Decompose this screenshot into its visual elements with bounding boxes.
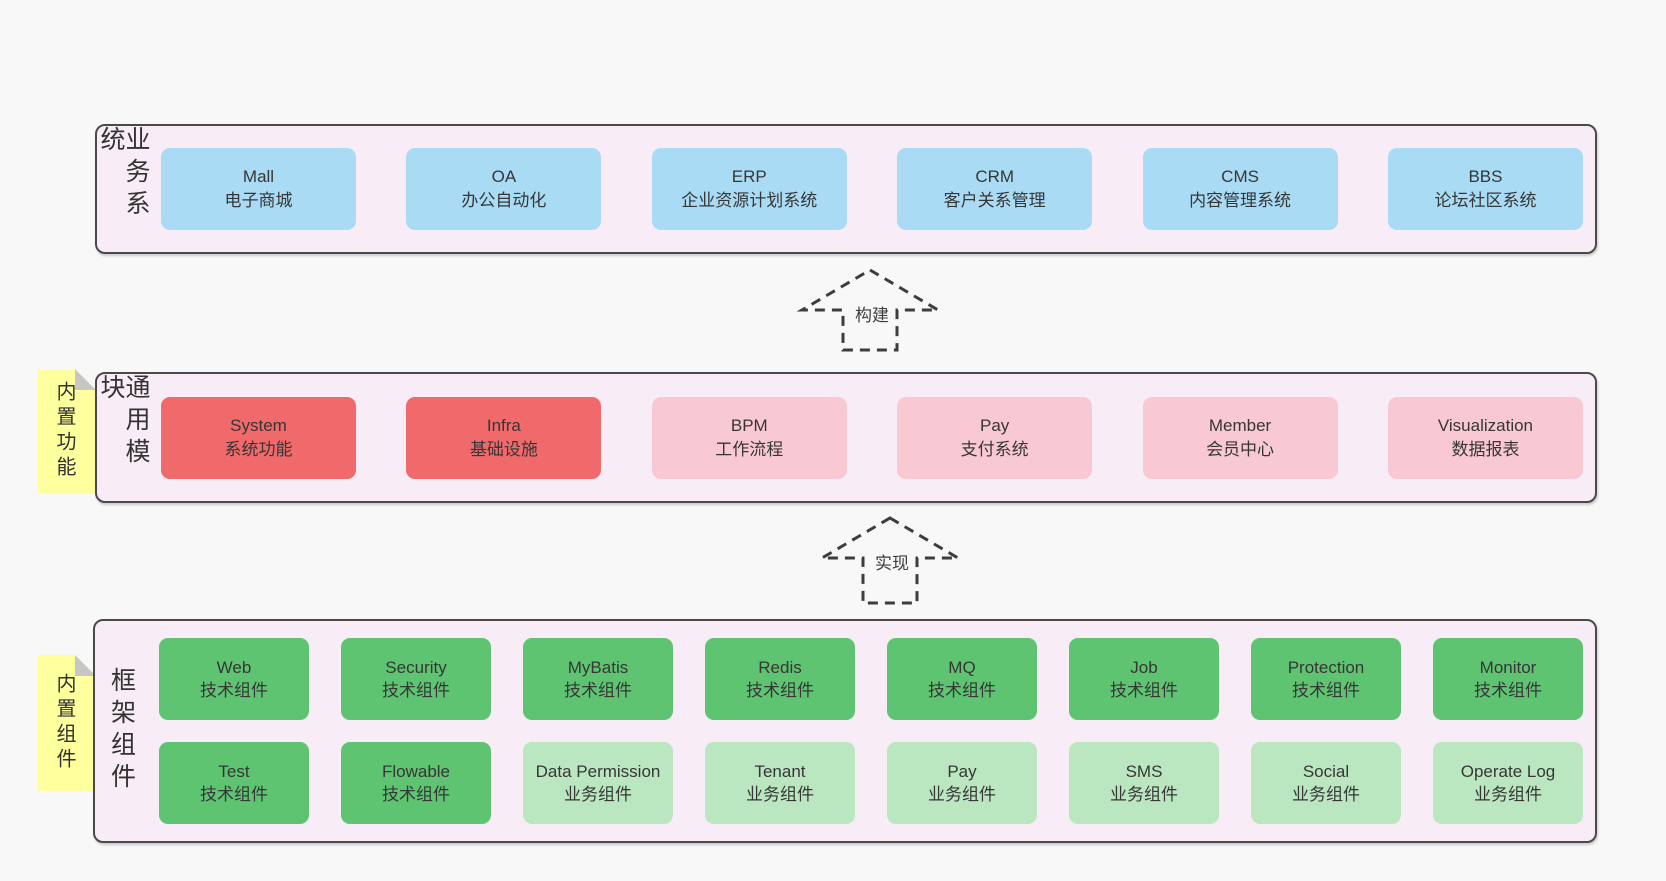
web-box: Web 技术组件 [159, 638, 309, 720]
social-box: Social 业务组件 [1251, 742, 1401, 824]
pay-module-box: Pay 支付系统 [897, 396, 1093, 479]
data-permission-box: Data Permission 业务组件 [523, 742, 673, 824]
monitor-box: Monitor 技术组件 [1433, 638, 1583, 720]
test-box: Test 技术组件 [159, 742, 309, 824]
framework-components-container: 框架组件 Web 技术组件 Security 技术组件 MyBatis 技术组件… [93, 619, 1597, 843]
bpm-box: BPM 工作流程 [651, 396, 847, 479]
biz-components-row: Test 技术组件 Flowable 技术组件 Data Permission … [159, 742, 1583, 824]
tech-components-row: Web 技术组件 Security 技术组件 MyBatis 技术组件 Redi… [159, 638, 1583, 720]
oa-box: OA 办公自动化 [406, 148, 602, 230]
mybatis-box: MyBatis 技术组件 [523, 638, 673, 720]
common-modules-container: 通用模块 System 系统功能 Infra 基础设施 BPM 工作流程 Pay… [95, 372, 1597, 503]
sticky-fold-corner-icon [75, 369, 96, 390]
build-arrow-label: 构建 [852, 300, 892, 327]
cms-box: CMS 内容管理系统 [1142, 148, 1338, 230]
sms-box: SMS 业务组件 [1069, 742, 1219, 824]
common-modules-boxes: System 系统功能 Infra 基础设施 BPM 工作流程 Pay 支付系统… [149, 374, 1595, 501]
redis-box: Redis 技术组件 [705, 638, 855, 720]
implement-arrow-label: 实现 [872, 548, 912, 575]
framework-components-label: 框架组件 [107, 667, 136, 795]
tenant-box: Tenant 业务组件 [705, 742, 855, 824]
security-box: Security 技术组件 [341, 638, 491, 720]
implement-arrow-icon [816, 516, 964, 605]
member-box: Member 会员中心 [1142, 396, 1338, 479]
business-systems-boxes: Mall 电子商城 OA 办公自动化 ERP 企业资源计划系统 CRM 客户关系… [149, 126, 1595, 252]
builtin-components-sticky: 内置组件 [38, 655, 96, 791]
erp-box: ERP 企业资源计划系统 [651, 148, 847, 230]
job-box: Job 技术组件 [1069, 638, 1219, 720]
builtin-features-sticky: 内置功能 [38, 369, 96, 493]
mq-box: MQ 技术组件 [887, 638, 1037, 720]
infra-box: Infra 基础设施 [406, 396, 602, 479]
system-box: System 系统功能 [161, 396, 356, 479]
build-arrow-icon [796, 268, 944, 352]
framework-components-rows: Web 技术组件 Security 技术组件 MyBatis 技术组件 Redi… [147, 621, 1595, 841]
business-systems-label: 业务系统 [97, 126, 150, 222]
common-modules-label: 通用模块 [97, 374, 150, 470]
crm-box: CRM 客户关系管理 [897, 148, 1093, 230]
operate-log-box: Operate Log 业务组件 [1433, 742, 1583, 824]
pay-component-box: Pay 业务组件 [887, 742, 1037, 824]
bbs-box: BBS 论坛社区系统 [1387, 148, 1583, 230]
protection-box: Protection 技术组件 [1251, 638, 1401, 720]
business-systems-container: 业务系统 Mall 电子商城 OA 办公自动化 ERP 企业资源计划系统 CRM… [95, 124, 1597, 254]
flowable-box: Flowable 技术组件 [341, 742, 491, 824]
visualization-box: Visualization 数据报表 [1387, 396, 1583, 479]
mall-box: Mall 电子商城 [161, 148, 356, 230]
